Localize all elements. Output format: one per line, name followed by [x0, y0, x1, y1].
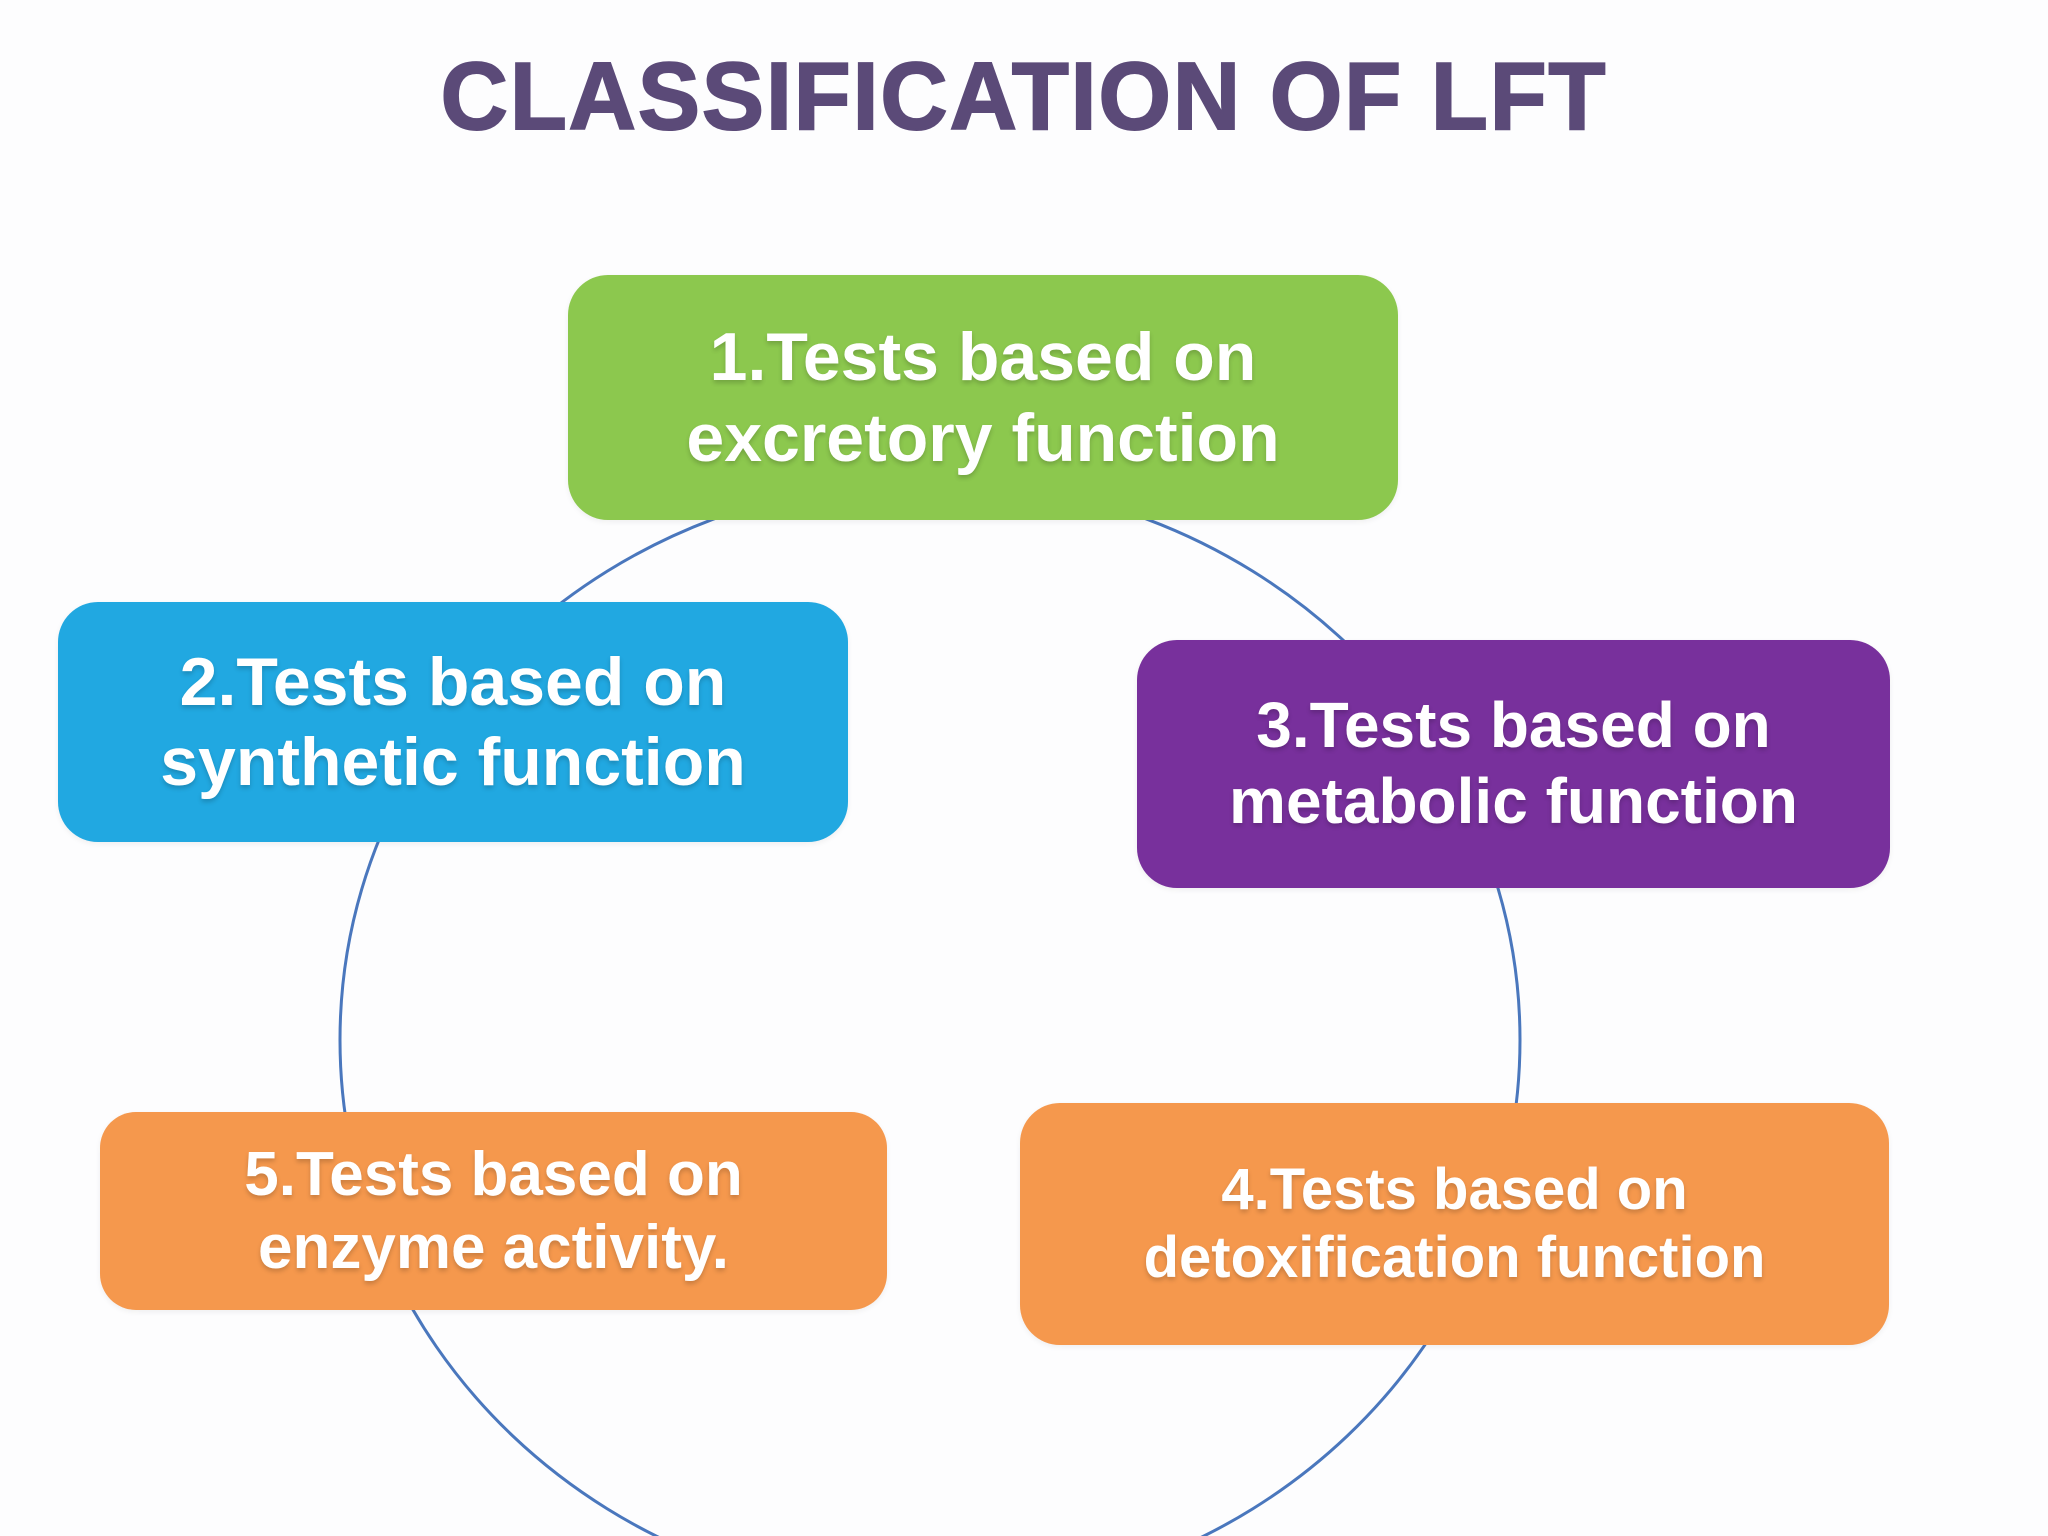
- node-tests-detoxification-function: 4.Tests based on detoxification function: [1020, 1103, 1889, 1345]
- node-label-line: detoxification function: [1143, 1225, 1766, 1290]
- node-tests-metabolic-function: 3.Tests based on metabolic function: [1137, 640, 1890, 888]
- node-label-line: 1.Tests based on: [709, 319, 1257, 396]
- node-tests-excretory-function: 1.Tests based on excretory function: [568, 275, 1398, 520]
- node-tests-synthetic-function: 2.Tests based on synthetic function: [58, 602, 848, 842]
- node-label-line: 5.Tests based on: [244, 1139, 743, 1209]
- node-label-line: synthetic function: [160, 724, 746, 800]
- node-label-line: 4.Tests based on: [1221, 1156, 1688, 1222]
- node-label-line: enzyme activity.: [258, 1213, 729, 1282]
- page-title: CLASSIFICATION OF LFT: [440, 42, 1608, 151]
- node-label-line: metabolic function: [1229, 765, 1798, 837]
- node-label-line: 2.Tests based on: [179, 643, 727, 720]
- node-label-line: excretory function: [686, 399, 1280, 476]
- node-tests-enzyme-activity: 5.Tests based on enzyme activity.: [100, 1112, 887, 1310]
- node-label-line: 3.Tests based on: [1256, 689, 1771, 762]
